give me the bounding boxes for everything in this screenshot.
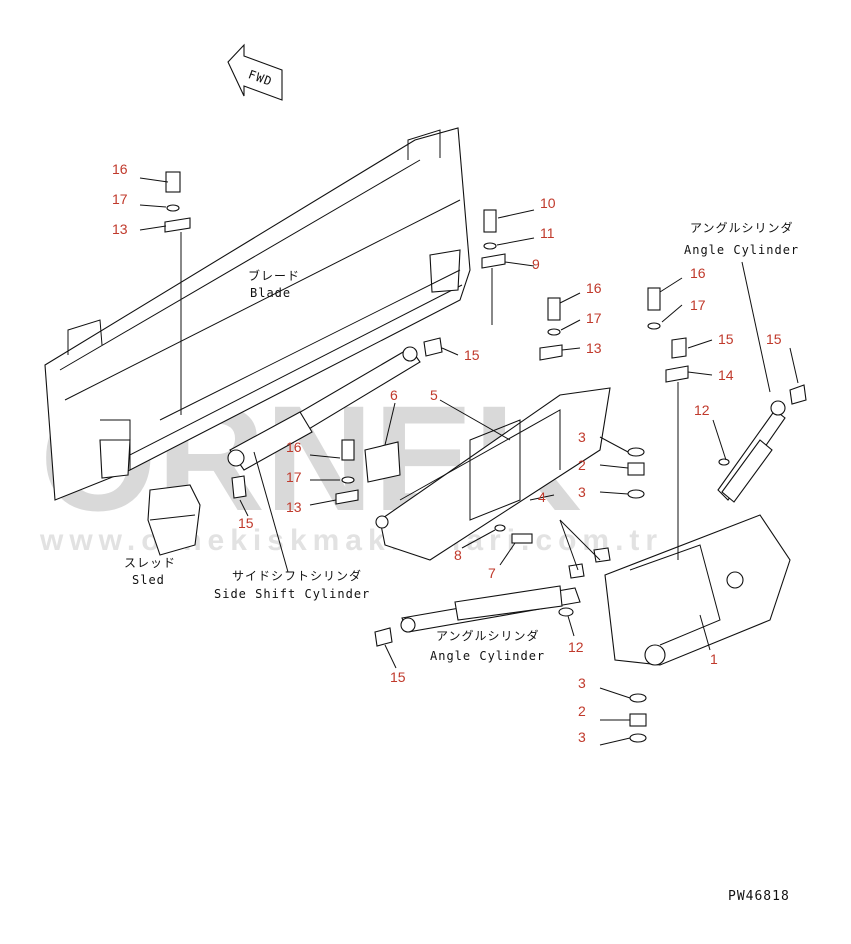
callout-9: 9 xyxy=(532,256,540,272)
blade-label-jp: ブレード xyxy=(248,268,300,283)
fwd-arrow-icon: FWD xyxy=(227,43,283,101)
callout-4: 4 xyxy=(538,489,546,505)
callout-12: 12 xyxy=(694,402,710,418)
callout-17: 17 xyxy=(690,297,706,313)
bracket-drawing xyxy=(364,441,401,483)
angle-cylinder-drawing xyxy=(400,585,581,633)
callout-15: 15 xyxy=(238,515,254,531)
callout-5: 5 xyxy=(430,387,438,403)
angle-cylinder-label-en: Angle Cylinder xyxy=(430,649,545,663)
drawing-code: PW46818 xyxy=(728,889,790,904)
callout-13: 13 xyxy=(286,499,302,515)
callout-13: 13 xyxy=(586,340,602,356)
callout-17: 17 xyxy=(286,469,302,485)
angle-cylinder-right-drawing xyxy=(717,400,786,503)
callout-15: 15 xyxy=(464,347,480,363)
callout-numbers: 16 17 13 10 11 9 16 17 13 16 17 14 15 15… xyxy=(112,161,782,745)
sled-label-en: Sled xyxy=(132,573,165,587)
callout-3: 3 xyxy=(578,729,586,745)
callout-16: 16 xyxy=(690,265,706,281)
side-shift-label-jp: サイドシフトシリンダ xyxy=(232,568,362,583)
fasteners xyxy=(164,171,807,743)
frame-drawing xyxy=(375,387,611,561)
watermark-url: www.ornekiskmakinalari.com.tr xyxy=(39,524,663,557)
blade-label-en: Blade xyxy=(250,286,291,300)
callout-17: 17 xyxy=(586,310,602,326)
callout-12: 12 xyxy=(568,639,584,655)
side-shift-cylinder-drawing xyxy=(227,346,421,471)
callout-15: 15 xyxy=(390,669,406,685)
callout-1: 1 xyxy=(710,651,718,667)
angle-cylinder2-label-en: Angle Cylinder xyxy=(684,243,799,257)
callout-7: 7 xyxy=(488,565,496,581)
callout-14: 14 xyxy=(718,367,734,383)
callout-2: 2 xyxy=(578,457,586,473)
component-labels: ブレード Blade スレッド Sled サイドシフトシリンダ Side Shi… xyxy=(124,220,799,663)
mount-drawing xyxy=(604,514,791,666)
callout-16: 16 xyxy=(112,161,128,177)
callout-17: 17 xyxy=(112,191,128,207)
callout-8: 8 xyxy=(454,547,462,563)
callout-16: 16 xyxy=(586,280,602,296)
side-shift-label-en: Side Shift Cylinder xyxy=(214,587,370,601)
callout-2: 2 xyxy=(578,703,586,719)
callout-3: 3 xyxy=(578,675,586,691)
callout-6: 6 xyxy=(390,387,398,403)
callout-11: 11 xyxy=(540,225,555,241)
callout-3: 3 xyxy=(578,429,586,445)
angle-cylinder2-label-jp: アングルシリンダ xyxy=(690,220,794,235)
sled-label-jp: スレッド xyxy=(124,556,176,570)
leader-lines xyxy=(139,177,799,746)
callout-16: 16 xyxy=(286,439,302,455)
angle-cylinder-label-jp: アングルシリンダ xyxy=(436,628,540,643)
callout-3: 3 xyxy=(578,484,586,500)
sled-drawing xyxy=(147,484,201,556)
blade-drawing xyxy=(44,127,471,501)
callout-15: 15 xyxy=(718,331,734,347)
callout-15: 15 xyxy=(766,331,782,347)
callout-10: 10 xyxy=(540,195,556,211)
callout-13: 13 xyxy=(112,221,128,237)
